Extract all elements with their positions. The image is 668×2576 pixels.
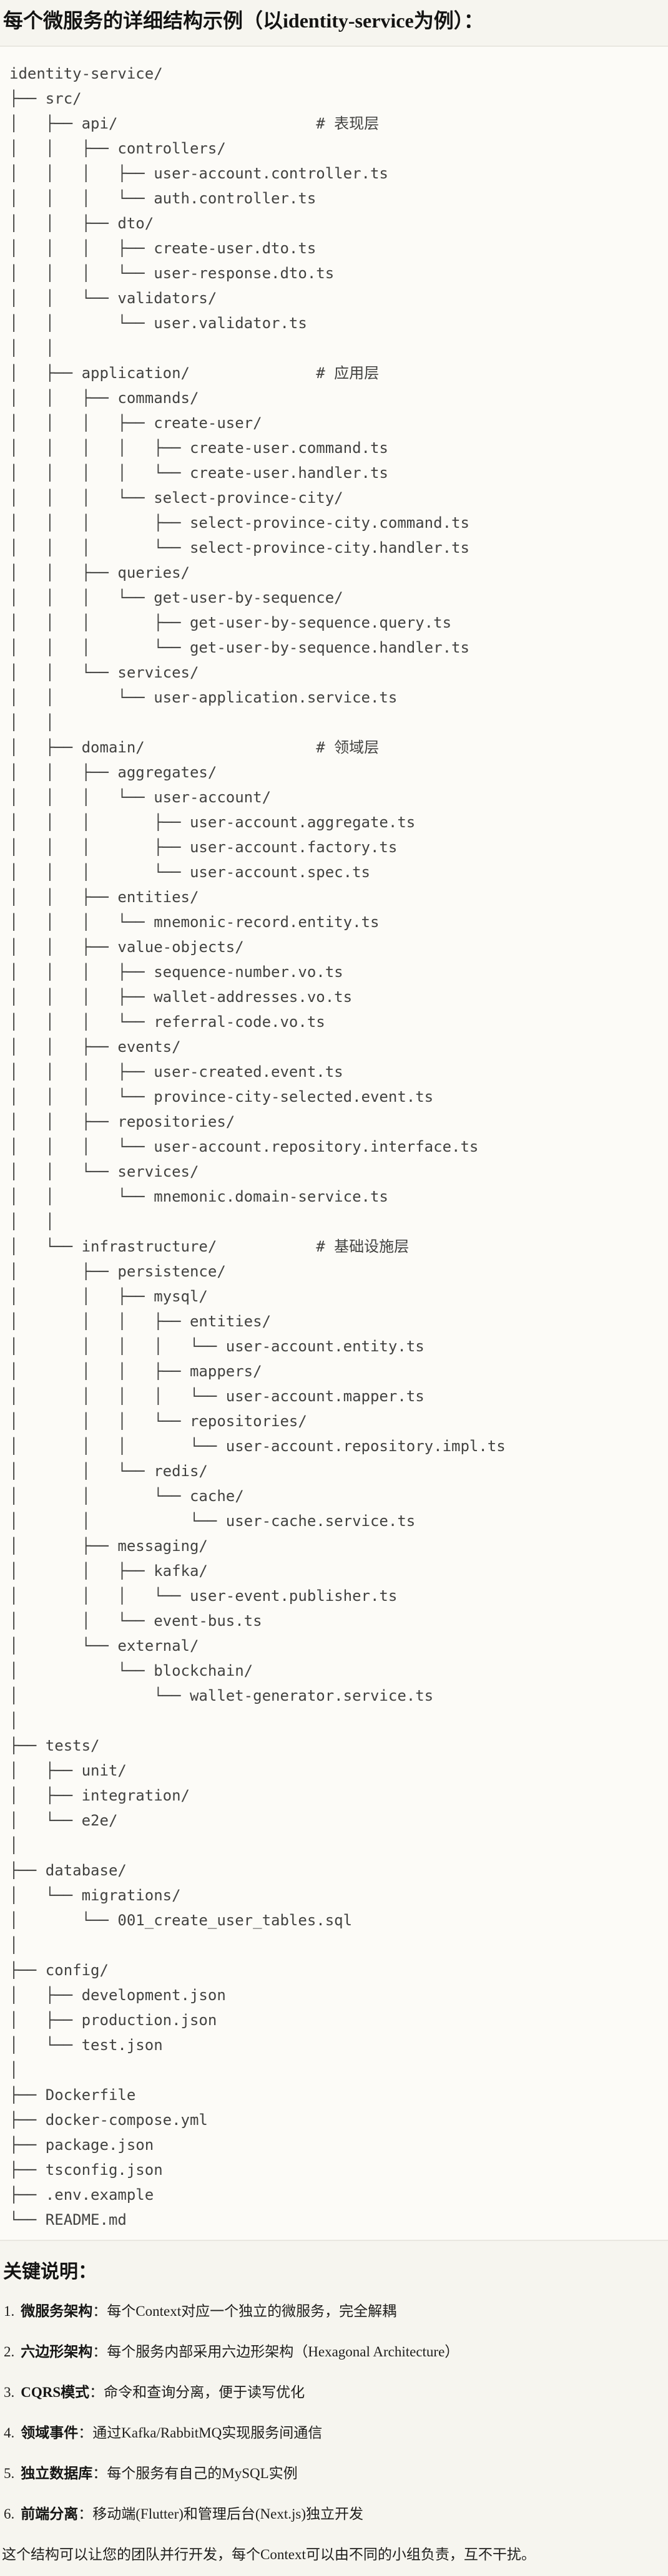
file-tree: identity-service/ ├── src/ │ ├── api/ # … xyxy=(9,65,506,2228)
notes-list: 1.微服务架构：每个Context对应一个独立的微服务，完全解耦 2.六边形架构… xyxy=(0,2301,668,2525)
list-item-term: 前端分离 xyxy=(21,2506,79,2522)
list-item-separator: ： xyxy=(92,2344,107,2360)
list-item-separator: ： xyxy=(89,2384,104,2400)
list-item-number: 1. xyxy=(4,2303,15,2319)
list-item-number: 5. xyxy=(4,2466,15,2481)
list-item: 4. 领域事件：通过Kafka/RabbitMQ实现服务间通信 xyxy=(4,2423,668,2444)
list-item: 6. 前端分离：移动端(Flutter)和管理后台(Next.js)独立开发 xyxy=(4,2504,668,2525)
list-item-number: 4. xyxy=(4,2425,15,2441)
list-item-description: 命令和查询分离，便于读写优化 xyxy=(104,2384,305,2400)
page-title: 每个微服务的详细结构示例（以identity-service为例）： xyxy=(3,9,484,32)
list-item: 5. 独立数据库：每个服务有自己的MySQL实例 xyxy=(4,2463,668,2484)
code-block: identity-service/ ├── src/ │ ├── api/ # … xyxy=(0,46,668,2241)
list-item-term: 独立数据库 xyxy=(21,2466,93,2481)
list-item-term: 微服务架构 xyxy=(21,2303,93,2319)
closing-paragraph: 这个结构可以让您的团队并行开发，每个Context可以由不同的小组负责，互不干扰… xyxy=(2,2547,536,2562)
list-item-separator: ： xyxy=(78,2506,93,2522)
list-item: 2. 六边形架构：每个服务内部采用六边形架构（Hexagonal Architec… xyxy=(4,2341,668,2363)
list-item-term: 六边形架构 xyxy=(21,2344,93,2360)
notes-heading: 关键说明： xyxy=(3,2262,97,2282)
list-item-number: 3. xyxy=(4,2384,15,2400)
list-item: 1. 微服务架构：每个Context对应一个独立的微服务，完全解耦 xyxy=(4,2301,668,2322)
list-item-number: 2. xyxy=(4,2344,15,2360)
list-item-term: CQRS模式 xyxy=(21,2384,90,2400)
list-item-description: 每个Context对应一个独立的微服务，完全解耦 xyxy=(107,2303,397,2319)
list-item-term: 领域事件 xyxy=(21,2425,79,2441)
list-item-description: 移动端(Flutter)和管理后台(Next.js)独立开发 xyxy=(92,2506,364,2522)
list-item-separator: ： xyxy=(92,2303,107,2319)
document-page: 每个微服务的详细结构示例（以identity-service为例）： ident… xyxy=(0,7,668,2565)
list-item-description: 通过Kafka/RabbitMQ实现服务间通信 xyxy=(92,2425,323,2441)
list-item-number: 6. xyxy=(4,2506,15,2522)
list-item-separator: ： xyxy=(92,2466,107,2481)
list-item-description: 每个服务内部采用六边形架构（Hexagonal Architecture） xyxy=(107,2344,459,2360)
list-item-separator: ： xyxy=(78,2425,93,2441)
list-item: 3. CQRS模式：命令和查询分离，便于读写优化 xyxy=(4,2382,668,2403)
list-item-description: 每个服务有自己的MySQL实例 xyxy=(107,2466,298,2481)
